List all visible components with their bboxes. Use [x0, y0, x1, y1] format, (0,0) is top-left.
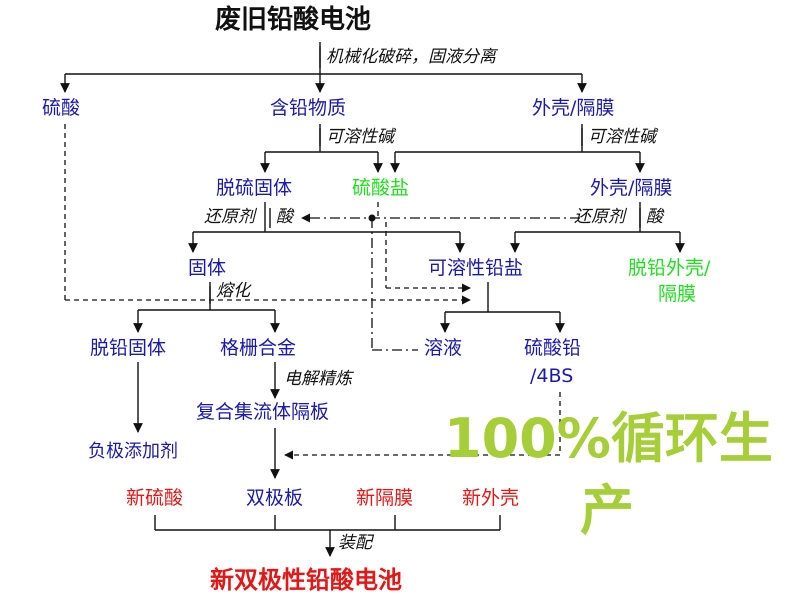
node-soluble-lead-salt: 可溶性铅盐 — [428, 257, 524, 279]
slogan-line-2: 产 — [580, 479, 634, 542]
note-crushing: 机械化破碎，固液分离 — [326, 47, 496, 67]
note-assembly: 装配 — [338, 533, 372, 553]
node-shell-membrane-2: 外壳/隔膜 — [590, 177, 673, 199]
node-solution: 溶液 — [424, 337, 463, 359]
node-shell-membrane: 外壳/隔膜 — [532, 97, 615, 119]
node-lead-sulfate: 硫酸铅 — [524, 337, 582, 359]
node-lead-material: 含铅物质 — [270, 97, 347, 119]
note-acid-left: 酸 — [276, 207, 293, 227]
note-acid-right: 酸 — [646, 207, 663, 227]
node-delead-shell: 脱铅外壳/ — [628, 257, 711, 279]
node-4bs: /4BS — [530, 365, 574, 387]
node-delead-membrane: 隔膜 — [658, 283, 697, 305]
note-alkali-1: 可溶性碱 — [326, 127, 394, 147]
node-new-membrane: 新隔膜 — [356, 487, 414, 509]
note-electrorefining: 电解精炼 — [284, 369, 352, 389]
note-reducer-right: 还原剂 — [574, 207, 625, 227]
node-new-acid: 新硫酸 — [126, 487, 184, 509]
node-sulfate-salt: 硫酸盐 — [352, 177, 410, 199]
node-new-shell: 新外壳 — [462, 487, 520, 509]
node-delead-solid: 脱铅固体 — [90, 337, 167, 359]
node-grid-alloy: 格栅合金 — [220, 337, 297, 359]
title-waste-battery: 废旧铅酸电池 — [215, 5, 372, 35]
node-composite-separator: 复合集流体隔板 — [196, 401, 330, 423]
node-solid: 固体 — [188, 257, 227, 279]
note-reducer-left: 还原剂 — [204, 207, 255, 227]
node-bipolar-plate: 双极板 — [246, 487, 304, 509]
node-negative-additive: 负极添加剂 — [88, 441, 178, 462]
slogan-line-1: 100%循环生 — [444, 407, 773, 470]
note-melt: 熔化 — [216, 281, 250, 301]
note-alkali-2: 可溶性碱 — [588, 127, 656, 147]
final-product: 新双极性铅酸电池 — [210, 565, 402, 594]
node-sulfuric-acid: 硫酸 — [42, 97, 81, 119]
node-desulfurized-solid: 脱硫固体 — [216, 177, 293, 199]
